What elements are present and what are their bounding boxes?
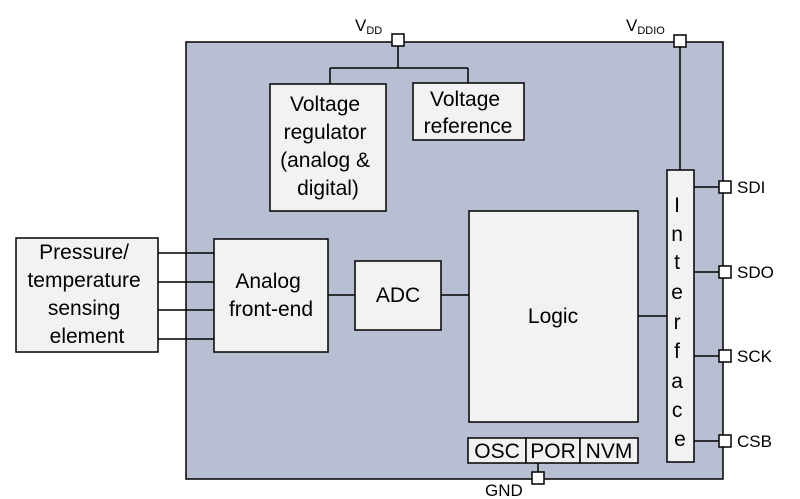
nvm-label: NVM <box>586 440 633 463</box>
gnd-pad <box>531 471 545 485</box>
nvm-block <box>579 437 639 464</box>
vddio-pad <box>673 34 687 48</box>
analog-front-end-label: Analog front-end <box>229 270 313 321</box>
gnd-label: GND <box>485 481 523 499</box>
sdi-pin-label: SDI <box>737 178 765 197</box>
voltage-reference-block <box>412 82 525 141</box>
vddio-label: VDDIO <box>626 16 665 37</box>
osc-block <box>467 437 527 464</box>
logic-label: Logic <box>528 305 578 328</box>
adc-block <box>354 260 442 331</box>
sck-pin-label: SCK <box>737 347 773 366</box>
interface-label: I n t e r f a c e <box>671 194 689 451</box>
csb-pad <box>718 434 732 448</box>
sdi-pad <box>718 180 732 194</box>
por-label: POR <box>530 440 576 463</box>
osc-label: OSC <box>474 440 520 463</box>
csb-pin-label: CSB <box>737 432 772 451</box>
sdo-pin-label: SDO <box>737 263 774 282</box>
voltage-reference-label: Voltage reference <box>424 88 513 138</box>
voltage-regulator-block <box>269 83 387 212</box>
adc-label: ADC <box>376 284 420 307</box>
sck-pad <box>718 349 732 363</box>
supply-wiring <box>329 46 681 472</box>
signal-wiring <box>158 186 719 442</box>
vdd-pad <box>391 33 405 47</box>
por-block <box>525 437 581 464</box>
voltage-regulator-label: Voltage regulator (analog & digital) <box>280 93 376 200</box>
sensing-element-block <box>15 237 159 353</box>
sensing-element-label: Pressure/ temperature sensing element <box>27 241 146 348</box>
logic-block <box>468 210 639 423</box>
sdo-pad <box>718 265 732 279</box>
interface-block <box>666 169 695 463</box>
analog-front-end-block <box>213 238 329 353</box>
vdd-label: VDD <box>355 16 382 37</box>
